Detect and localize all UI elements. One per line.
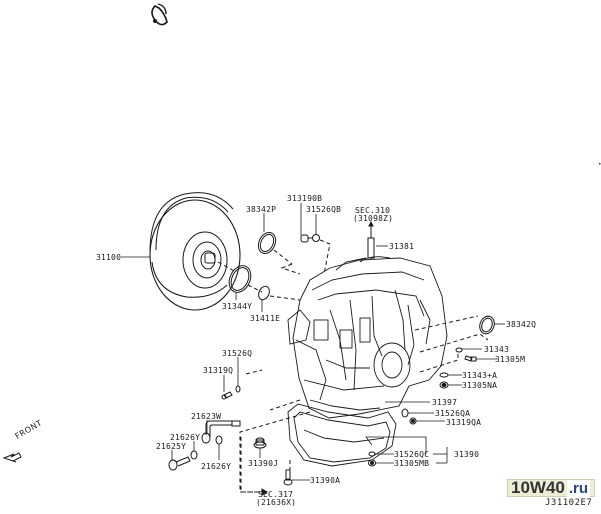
label-31526QB: 31526QB — [306, 205, 342, 214]
label-313190B: 313190B — [287, 194, 323, 203]
o-ring-31343A — [439, 372, 449, 378]
label-38342P: 38342P — [246, 205, 277, 214]
washer-31526Q — [235, 385, 241, 393]
watermark-main: 10W40 — [511, 478, 565, 497]
washer-21626Y-b — [215, 435, 223, 445]
seal-38342Q — [479, 315, 495, 335]
label-31319Q: 31319Q — [203, 366, 234, 375]
label-31390A: 31390A — [310, 476, 341, 485]
seal-31344Y — [228, 265, 252, 293]
seal-38342P — [257, 231, 277, 255]
label-31397: 31397 — [432, 398, 458, 407]
bolt-31305M — [464, 355, 477, 362]
label-31305MB: 31305MB — [394, 459, 430, 468]
label-31526QC: 31526QC — [394, 450, 430, 459]
bolt-31390A — [283, 469, 293, 486]
plug-313190B — [300, 234, 320, 243]
rotation-symbol-icon — [151, 3, 168, 26]
label-31305NA: 31305NA — [462, 381, 498, 390]
sec317-line1[interactable]: SEC.317 — [258, 490, 294, 499]
plug-31319QA — [409, 417, 417, 425]
label-38342Q: 38342Q — [506, 320, 537, 329]
watermark-suffix: .ru — [566, 479, 591, 497]
o-ring-31343 — [455, 347, 463, 353]
label-31390J: 31390J — [248, 459, 279, 468]
label-31305M: 31305M — [495, 355, 526, 364]
label-31344Y: 31344Y — [222, 302, 253, 311]
stud-31381 — [367, 220, 375, 259]
label-31319QA: 31319QA — [446, 418, 482, 427]
sec317-line2[interactable]: (21636X) — [256, 498, 297, 507]
oil-pan — [287, 399, 397, 467]
bolt-31305MB — [368, 459, 376, 467]
label-21626Y-b: 21626Y — [201, 462, 232, 471]
label-31343: 31343 — [484, 345, 510, 354]
torque-converter — [149, 192, 241, 311]
label-21626Y-a: 21626Y — [170, 433, 201, 442]
label-31343A: 31343+A — [462, 371, 498, 380]
drawing-code: J31102E7 — [545, 498, 593, 508]
nut-31305NA — [439, 381, 449, 389]
label-31411E: 31411E — [250, 314, 281, 323]
label-31526QA: 31526QA — [435, 409, 471, 418]
washer-21626Y-a — [190, 450, 198, 460]
sec310-line2[interactable]: (31098Z) — [353, 214, 394, 223]
front-arrow-icon — [2, 452, 22, 463]
o-ring-31411E — [258, 285, 270, 301]
plug-31319Q — [221, 391, 233, 400]
watermark-logo[interactable]: 10W40 .ru — [507, 478, 595, 497]
label-31390: 31390 — [454, 450, 480, 459]
transmission-case — [287, 256, 448, 419]
label-31100: 31100 — [96, 253, 122, 262]
washer-31526QA — [401, 408, 409, 418]
tube-21623W — [201, 420, 241, 444]
label-21625Y: 21625Y — [156, 442, 187, 451]
bushing-31390J — [253, 437, 267, 449]
washer-31526QC — [368, 451, 376, 457]
label-21623W: 21623W — [191, 412, 222, 421]
sec310-line1[interactable]: SEC.310 — [355, 206, 391, 215]
label-31526Q: 31526Q — [222, 349, 253, 358]
stray-mark — [599, 163, 601, 165]
bolt-21625Y — [168, 456, 191, 471]
label-31381: 31381 — [389, 242, 415, 251]
